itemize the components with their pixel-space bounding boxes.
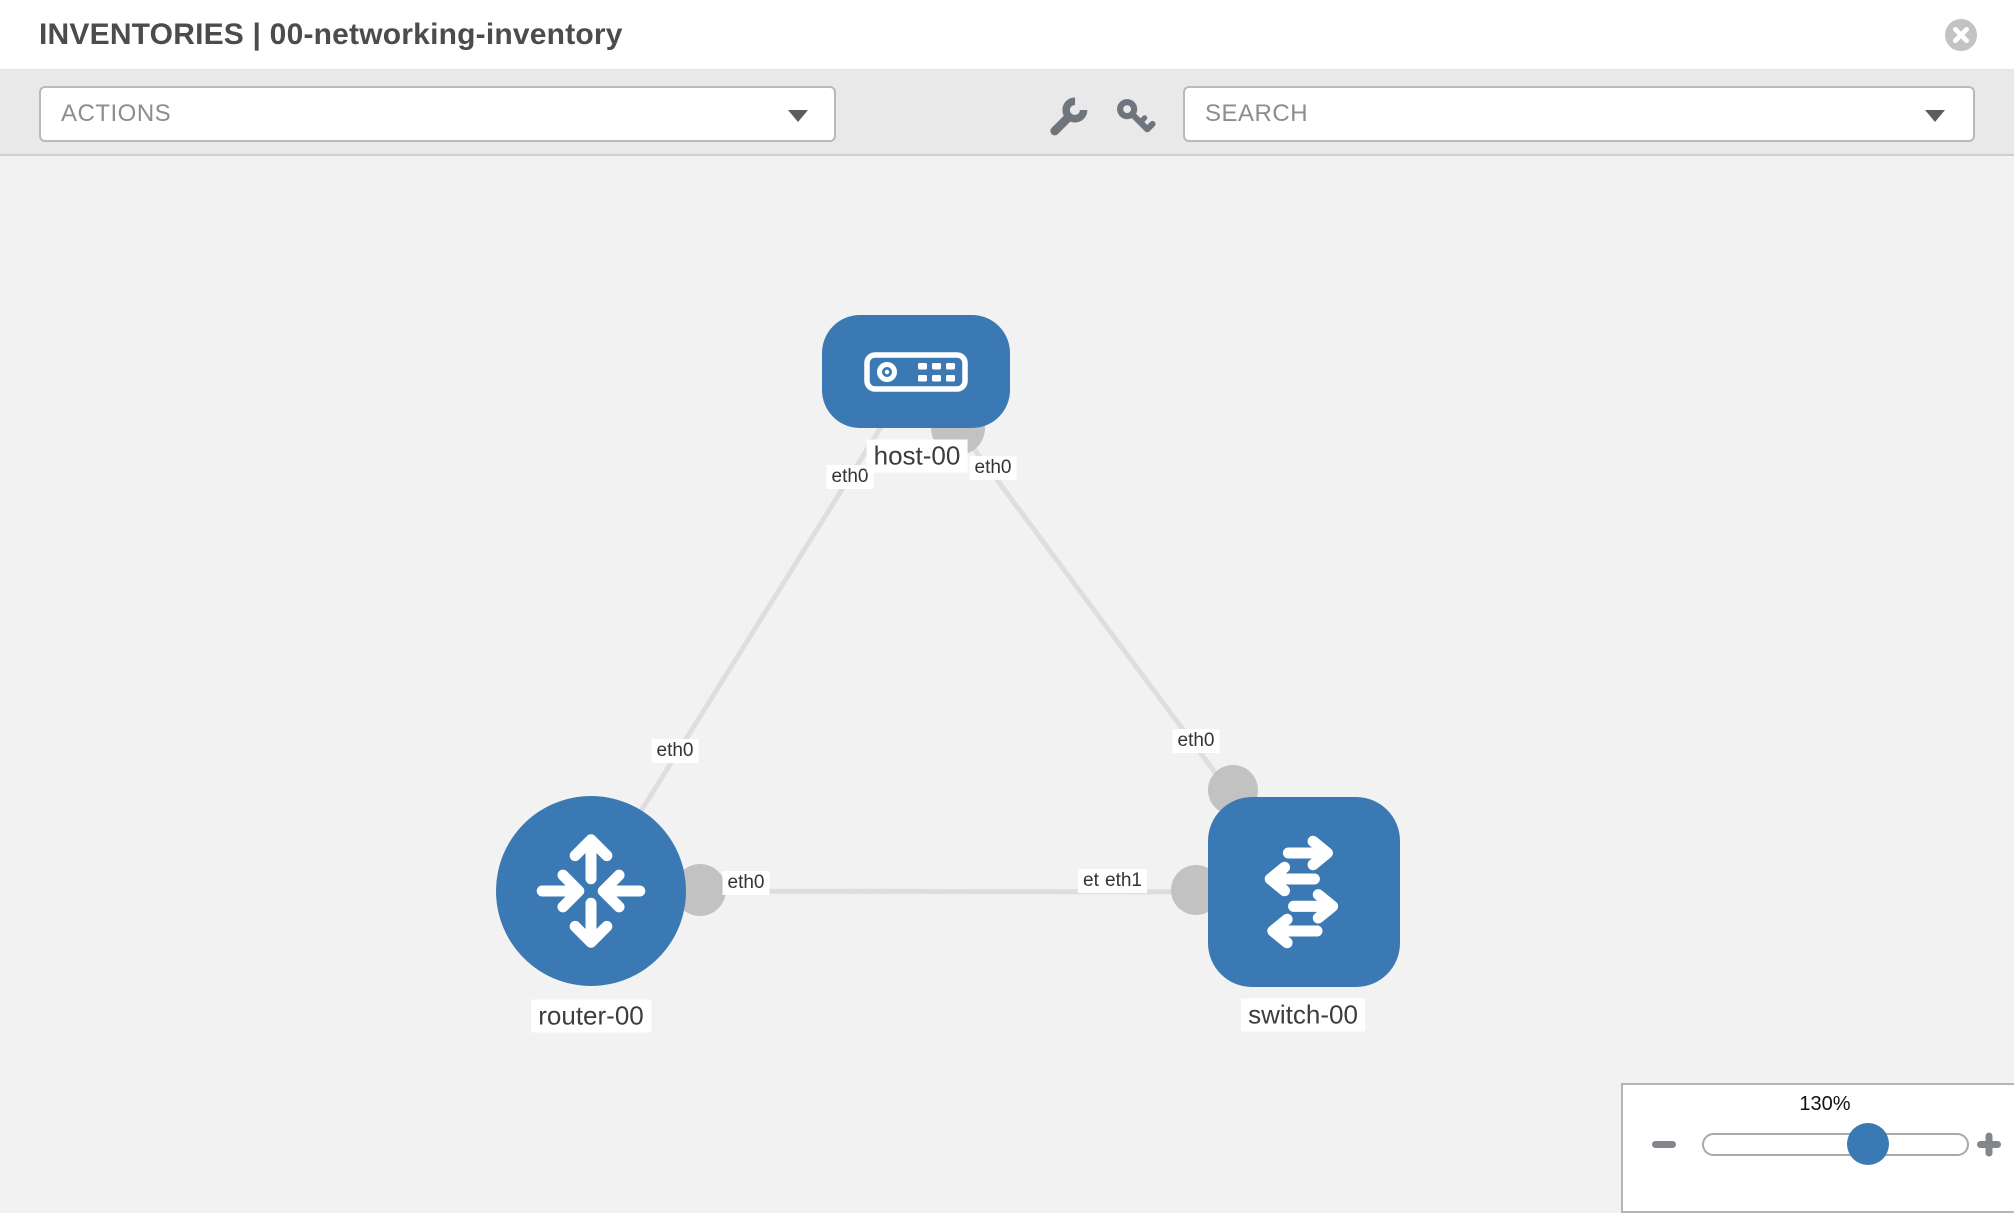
plus-icon	[1977, 1132, 2001, 1157]
search-dropdown-label: SEARCH	[1205, 100, 1309, 127]
zoom-level-label: 130%	[1799, 1093, 1851, 1115]
host-icon	[864, 351, 968, 392]
header: INVENTORIES | 00-networking-inventory	[0, 0, 2014, 70]
iface-label-host-eth0-left: eth0	[826, 465, 874, 489]
search-dropdown[interactable]: SEARCH	[1183, 86, 1975, 142]
node-label-switch: switch-00	[1241, 998, 1365, 1032]
edge-host-router	[588, 369, 919, 893]
close-icon	[1944, 18, 1978, 52]
wrench-icon	[1050, 97, 1088, 136]
node-host-00[interactable]	[822, 315, 1010, 428]
zoom-out-button[interactable]	[1649, 1129, 1679, 1159]
key-credentials-button[interactable]	[1114, 96, 1156, 138]
iface-label-router-eth0-up: eth0	[651, 739, 699, 763]
iface-label-host-eth0-right: eth0	[969, 456, 1017, 480]
node-router-00[interactable]	[496, 796, 686, 986]
caret-down-icon	[788, 110, 808, 122]
iface-label-switch-eth0-top: eth0	[1172, 729, 1220, 753]
page-title: INVENTORIES | 00-networking-inventory	[39, 18, 623, 51]
zoom-slider-thumb[interactable]	[1847, 1123, 1889, 1165]
toolbar: ACTIONS SEARCH	[0, 70, 2014, 156]
node-label-host: host-00	[866, 439, 968, 473]
actions-dropdown-label: ACTIONS	[61, 100, 172, 127]
caret-down-icon	[1925, 110, 1945, 122]
router-icon	[536, 834, 646, 948]
switch-icon	[1264, 835, 1339, 949]
tools-button[interactable]	[1046, 96, 1088, 138]
zoom-panel: 130%	[1621, 1083, 2014, 1213]
iface-label-router-eth0-right: eth0	[722, 871, 770, 895]
node-label-router: router-00	[531, 999, 651, 1033]
node-switch-00[interactable]	[1208, 797, 1400, 987]
minus-icon	[1652, 1141, 1676, 1148]
close-button[interactable]	[1944, 18, 1978, 52]
topology-canvas[interactable]	[0, 158, 2014, 1200]
zoom-slider-track[interactable]	[1702, 1133, 1969, 1156]
actions-dropdown[interactable]: ACTIONS	[39, 86, 836, 142]
key-icon	[1117, 99, 1156, 133]
zoom-in-button[interactable]	[1974, 1129, 2004, 1159]
iface-label-switch-eth1: eth1	[1100, 869, 1147, 893]
port-router-eth0	[674, 864, 726, 916]
